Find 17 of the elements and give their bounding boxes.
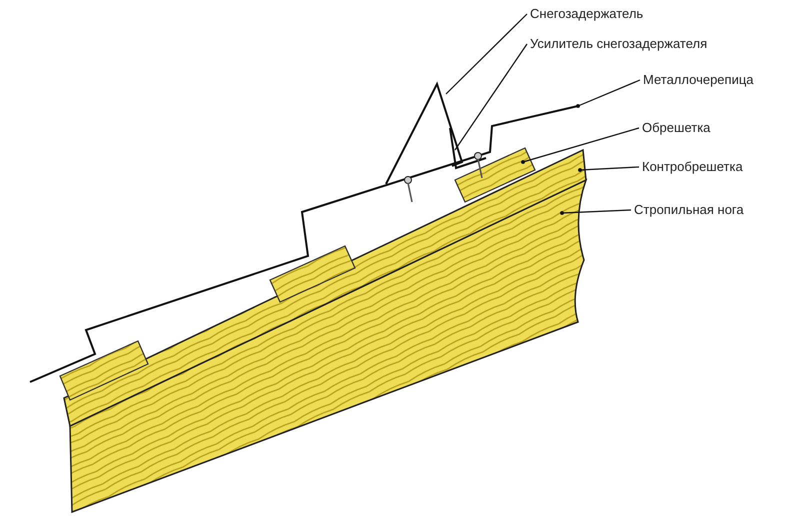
counter-batten	[63, 148, 587, 428]
part-label: Контробрешетка	[642, 159, 743, 175]
part-label: Снегозадержатель	[530, 6, 644, 22]
part-label: Стропильная нога	[634, 202, 744, 218]
part-label: Усилитель снегозадержателя	[530, 36, 708, 52]
metal-roof-tile	[30, 105, 578, 383]
leader-line	[576, 79, 640, 108]
snow-guard	[385, 81, 464, 184]
leader-line	[446, 14, 528, 94]
part-label: Обрешетка	[642, 120, 710, 136]
leader-line	[560, 209, 632, 215]
leader-line	[521, 127, 640, 164]
part-label: Металлочерепица	[643, 72, 754, 88]
roof-batten	[59, 340, 149, 401]
leader-line	[454, 44, 528, 150]
leader-line	[578, 166, 640, 172]
rafter	[69, 179, 587, 513]
